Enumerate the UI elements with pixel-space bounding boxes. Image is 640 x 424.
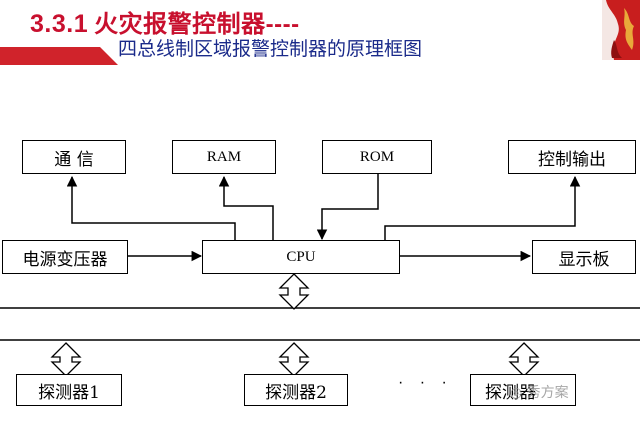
arrow-cpu-to-control-output [384,175,581,240]
comm-block: 通 信 [22,140,126,174]
control-output-block: 控制输出 [508,140,636,174]
logo-icon [602,0,640,60]
double-arrow-icon [50,342,82,377]
ellipsis: · · · [398,374,453,391]
ram-block: RAM [172,140,276,174]
double-arrow-icon [278,342,310,377]
watermark-text: 秀方案 [526,385,569,401]
power-transformer-block: 电源变压器 [2,240,128,274]
accent-band [0,47,118,65]
detector-2-block: 探测器2 [244,374,348,406]
detector-n-block: 探测器 [470,374,576,406]
watermark-icon: ◎ [510,385,527,401]
page-subtitle: 四总线制区域报警控制器的原理框图 [118,38,423,60]
detector-1-block: 探测器1 [16,374,122,406]
watermark: ◎ 秀方案 [510,382,569,402]
arrow-cpu-to-ram [218,175,274,240]
rom-block: ROM [322,140,432,174]
double-arrow-icon [508,342,540,377]
display-board-block: 显示板 [532,240,636,274]
double-arrow-icon [278,273,310,310]
arrow-cpu-to-comm [66,175,236,240]
section-number: 3.3.1 [30,10,89,38]
cpu-block: CPU [202,240,400,274]
arrow-rom-to-cpu [316,173,379,241]
title-text: 火灾报警控制器---- [94,11,300,38]
